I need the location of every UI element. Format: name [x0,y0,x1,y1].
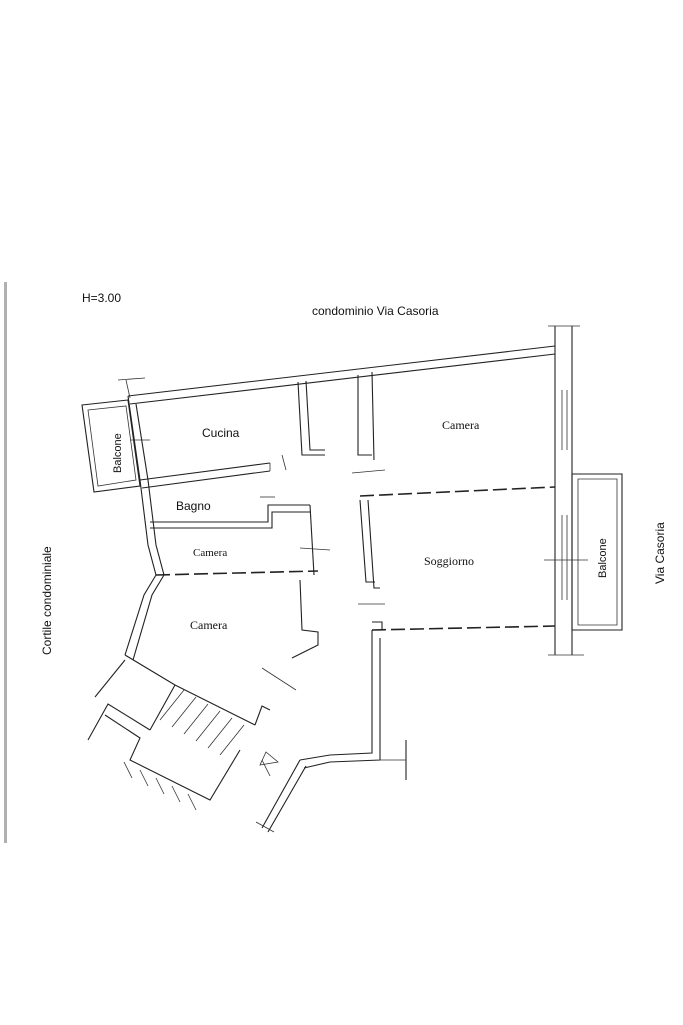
staircase [87,659,307,833]
interior-walls [139,371,556,691]
room-label-soggiorno: Soggiorno [424,554,474,568]
courtyard-label: Cortile condominiale [40,546,54,655]
balcone-ovest-shape [81,399,150,493]
outer-walls [117,325,584,780]
street-label: Via Casoria [653,522,667,584]
room-label-camera-piccola: Camera [193,547,227,559]
room-label-camera-nord: Camera [442,418,480,432]
room-label-bagno: Bagno [176,499,211,513]
room-label-balcone-est: Balcone [597,538,609,578]
north-neighbor-label: condominio Via Casoria [312,304,439,318]
height-note: H=3.00 [82,291,121,305]
room-label-camera-sud: Camera [190,618,228,632]
balcone-est-shape [544,473,623,631]
room-label-cucina: Cucina [202,426,240,440]
room-label-balcone-ovest: Balcone [112,433,124,473]
